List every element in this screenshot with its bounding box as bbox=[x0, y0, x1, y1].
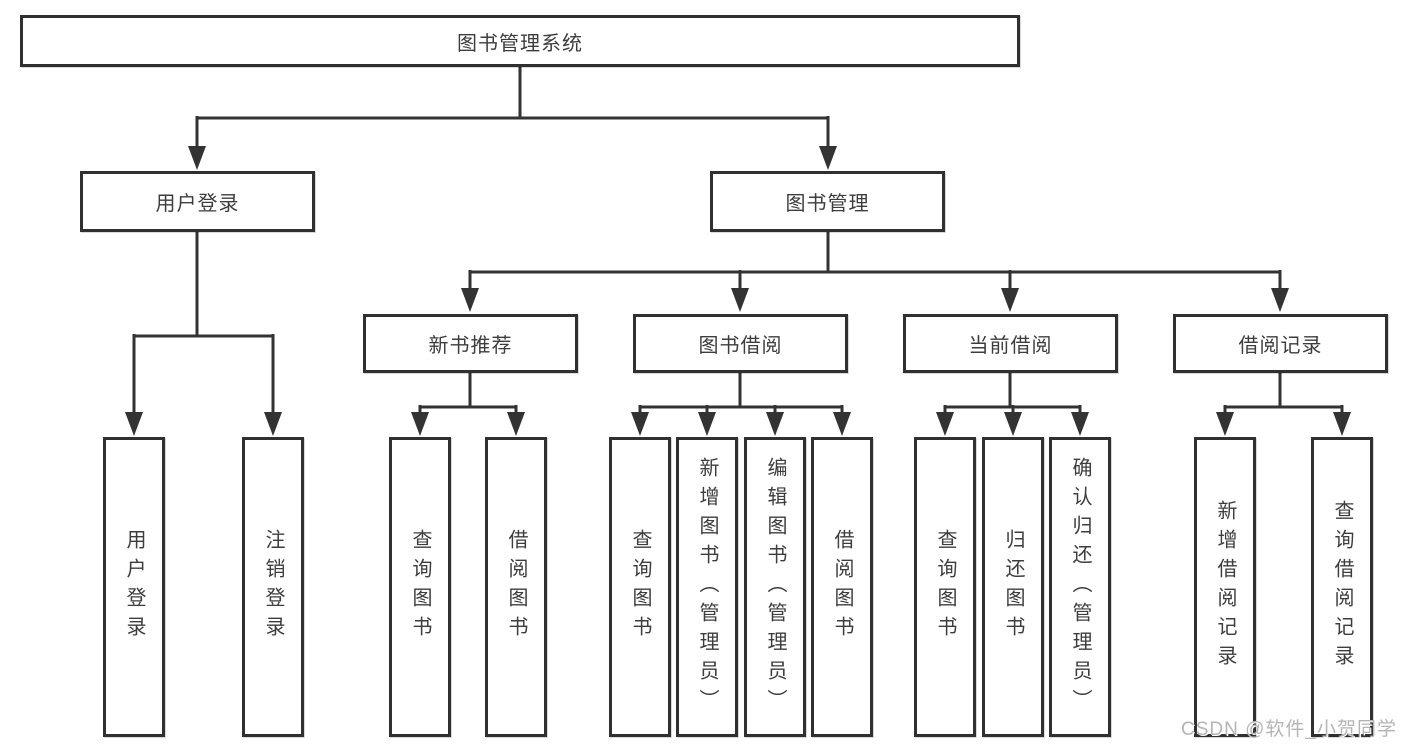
leaf-box-return-books: 归还图书 bbox=[982, 437, 1044, 737]
group-box-borrow-records: 借阅记录 bbox=[1173, 314, 1388, 373]
arrowheads bbox=[125, 146, 1351, 436]
leaf-box-logout: 注销登录 bbox=[242, 437, 304, 737]
branch-box-book-management: 图书管理 bbox=[710, 171, 945, 232]
leaf-box-add-books-admin: 新增图书（管理员） bbox=[676, 437, 738, 737]
leaf-box-query-books: 查询图书 bbox=[389, 437, 451, 737]
branch-label: 图书管理 bbox=[785, 193, 870, 215]
leaf-label: 借阅图书 bbox=[831, 529, 853, 645]
branch-box-user-login: 用户登录 bbox=[80, 171, 315, 232]
group-label: 图书借阅 bbox=[698, 335, 783, 357]
arrowhead-icon bbox=[819, 146, 837, 170]
group-box-book-borrow: 图书借阅 bbox=[633, 314, 848, 373]
leaf-box-edit-books-admin: 编辑图书（管理员） bbox=[744, 437, 806, 737]
leaf-box-query-books: 查询图书 bbox=[914, 437, 976, 737]
leaf-label: 查询图书 bbox=[629, 529, 651, 645]
arrowhead-icon bbox=[264, 412, 282, 436]
arrowhead-icon bbox=[631, 412, 649, 436]
group-label: 新书推荐 bbox=[428, 335, 513, 357]
leaf-label: 注销登录 bbox=[262, 529, 284, 645]
leaf-label: 新增图书（管理员） bbox=[696, 456, 718, 718]
leaf-label: 查询借阅记录 bbox=[1331, 500, 1353, 674]
leaf-box-borrow-books: 借阅图书 bbox=[811, 437, 873, 737]
leaf-label: 借阅图书 bbox=[505, 529, 527, 645]
leaf-label: 归还图书 bbox=[1002, 529, 1024, 645]
group-label: 当前借阅 bbox=[968, 335, 1053, 357]
leaf-box-confirm-return-admin: 确认归还（管理员） bbox=[1049, 437, 1111, 737]
arrowhead-icon bbox=[1071, 412, 1089, 436]
arrowhead-icon bbox=[731, 288, 749, 312]
arrowhead-icon bbox=[1001, 288, 1019, 312]
group-label: 借阅记录 bbox=[1238, 335, 1323, 357]
arrowhead-icon bbox=[1333, 412, 1351, 436]
group-box-current-borrow: 当前借阅 bbox=[903, 314, 1118, 373]
leaf-box-borrow-books: 借阅图书 bbox=[485, 437, 547, 737]
leaf-label: 查询图书 bbox=[934, 529, 956, 645]
arrowhead-icon bbox=[507, 412, 525, 436]
arrowhead-icon bbox=[833, 412, 851, 436]
branch-label: 用户登录 bbox=[155, 193, 240, 215]
arrowhead-icon bbox=[1216, 412, 1234, 436]
leaf-label: 查询图书 bbox=[409, 529, 431, 645]
leaf-label: 编辑图书（管理员） bbox=[764, 456, 786, 718]
group-box-new-book-recommend: 新书推荐 bbox=[363, 314, 578, 373]
csdn-watermark: CSDN @软件_小贺同学 bbox=[1181, 719, 1397, 740]
arrowhead-icon bbox=[698, 412, 716, 436]
arrowhead-icon bbox=[1271, 288, 1289, 312]
arrowhead-icon bbox=[411, 412, 429, 436]
leaf-label: 用户登录 bbox=[123, 529, 145, 645]
arrowhead-icon bbox=[461, 288, 479, 312]
leaf-box-user-login: 用户登录 bbox=[103, 437, 165, 737]
root-box-system: 图书管理系统 bbox=[20, 15, 1020, 67]
arrowhead-icon bbox=[1004, 412, 1022, 436]
arrowhead-icon bbox=[125, 412, 143, 436]
arrowhead-icon bbox=[188, 146, 206, 170]
arrowhead-icon bbox=[766, 412, 784, 436]
leaf-box-query-borrow-record: 查询借阅记录 bbox=[1311, 437, 1373, 737]
leaf-box-add-borrow-record: 新增借阅记录 bbox=[1194, 437, 1256, 737]
root-box-label: 图书管理系统 bbox=[457, 32, 583, 55]
leaf-label: 确认归还（管理员） bbox=[1069, 456, 1091, 718]
arrowhead-icon bbox=[936, 412, 954, 436]
leaf-box-query-books: 查询图书 bbox=[609, 437, 671, 737]
leaf-label: 新增借阅记录 bbox=[1214, 500, 1236, 674]
